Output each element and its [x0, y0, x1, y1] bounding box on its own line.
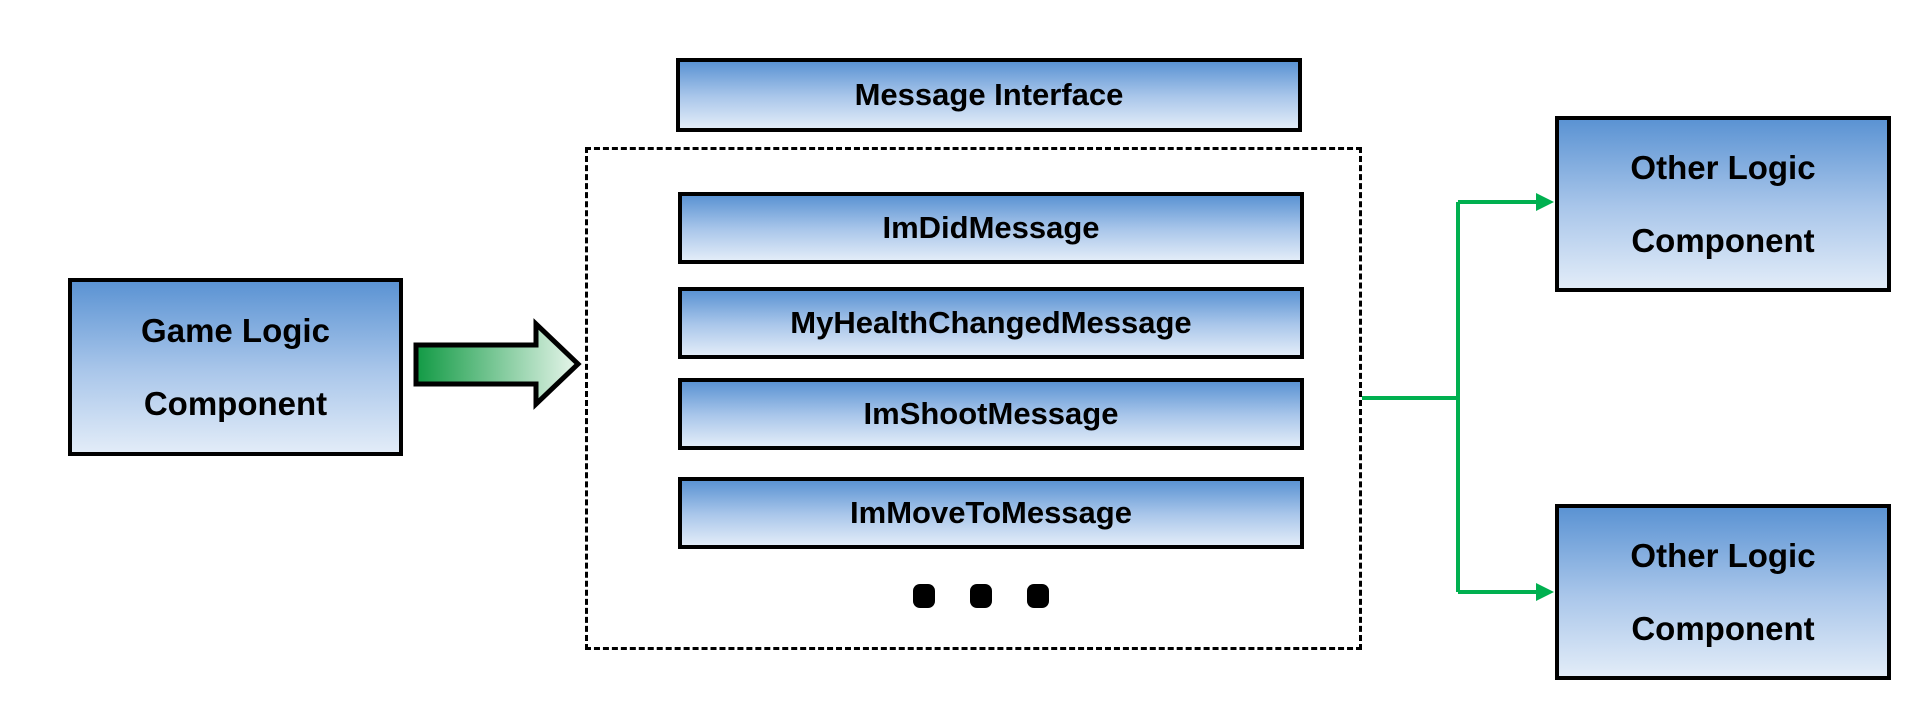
- game-logic-label-line1: Game Logic: [141, 312, 330, 349]
- message-interface-label: Message Interface: [854, 77, 1124, 112]
- message-interface-header: Message Interface: [676, 58, 1302, 132]
- arrowhead-top-icon: [1536, 193, 1554, 211]
- message-container: [585, 147, 1362, 650]
- ellipsis-dot-icon: [913, 584, 935, 608]
- ellipsis-dot-icon: [970, 584, 992, 608]
- other-logic-top-label-line1: Other Logic: [1630, 149, 1816, 186]
- arrowhead-bottom-icon: [1536, 583, 1554, 601]
- game-logic-label-line2: Component: [143, 385, 328, 422]
- ellipsis-dot-icon: [1027, 584, 1049, 608]
- message-item-myhealthchanged: MyHealthChangedMessage: [678, 287, 1304, 359]
- message-item-label: ImDidMessage: [882, 210, 1100, 245]
- other-logic-bottom-label-line1: Other Logic: [1630, 537, 1816, 574]
- message-item-imshoot: ImShootMessage: [678, 378, 1304, 450]
- message-item-imdid: ImDidMessage: [678, 192, 1304, 264]
- other-logic-bottom-label-line2: Component: [1631, 610, 1815, 647]
- game-logic-component-box: Game Logic Component: [68, 278, 403, 456]
- other-logic-component-top: Other Logic Component: [1555, 116, 1891, 292]
- other-logic-component-bottom: Other Logic Component: [1555, 504, 1891, 680]
- other-logic-top-label-line2: Component: [1631, 222, 1815, 259]
- message-item-label: MyHealthChangedMessage: [790, 305, 1192, 340]
- message-item-label: ImMoveToMessage: [850, 495, 1132, 530]
- message-item-label: ImShootMessage: [863, 396, 1119, 431]
- message-item-immoveto: ImMoveToMessage: [678, 477, 1304, 549]
